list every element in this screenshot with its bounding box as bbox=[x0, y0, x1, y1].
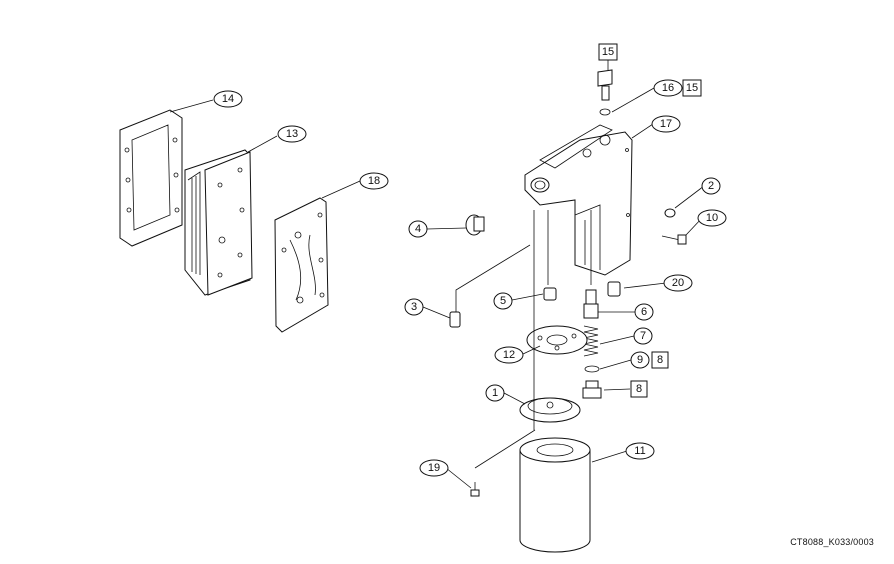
assembly-center-lines bbox=[455, 210, 592, 430]
boxed-ref-label: 15 bbox=[602, 46, 614, 58]
o-ring-part-9 bbox=[584, 365, 600, 373]
piston-part-6 bbox=[583, 289, 599, 319]
callout-14: 14 bbox=[213, 90, 243, 108]
adapter-part-1 bbox=[519, 397, 581, 423]
callout-7: 7 bbox=[633, 327, 653, 345]
valve-part-20 bbox=[607, 281, 621, 297]
callout-label: 2 bbox=[708, 180, 714, 192]
boxed-ref-15-bolt: 15 bbox=[598, 43, 618, 61]
boxed-ref-8-oring: 8 bbox=[651, 351, 669, 369]
callout-label: 7 bbox=[640, 330, 646, 342]
boxed-ref-label: 15 bbox=[686, 82, 698, 94]
callout-label: 4 bbox=[415, 223, 421, 235]
callout-20: 20 bbox=[663, 274, 693, 292]
callout-4: 4 bbox=[408, 220, 428, 238]
oil-cooler-part-13 bbox=[184, 149, 253, 296]
plug-part-8 bbox=[582, 380, 602, 399]
callout-11: 11 bbox=[625, 442, 655, 460]
callout-label: 11 bbox=[634, 445, 645, 457]
gasket-part-14 bbox=[119, 109, 183, 247]
callout-18: 18 bbox=[359, 172, 389, 190]
callout-6: 6 bbox=[634, 303, 654, 321]
boxed-ref-label: 8 bbox=[657, 354, 663, 366]
filter-cartridge-part-11 bbox=[519, 437, 591, 553]
callout-12: 12 bbox=[494, 346, 524, 364]
callout-10: 10 bbox=[697, 209, 727, 227]
plug-part-4 bbox=[465, 214, 485, 236]
callout-1: 1 bbox=[485, 384, 505, 402]
bolt-part-15 bbox=[597, 69, 613, 101]
screw-part-10 bbox=[661, 234, 687, 245]
callout-label: 1 bbox=[492, 387, 498, 399]
plug-part-2 bbox=[664, 208, 676, 218]
callout-label: 14 bbox=[222, 93, 234, 105]
boxed-ref-8-plug: 8 bbox=[630, 380, 648, 398]
callout-label: 16 bbox=[662, 82, 674, 94]
filter-head-housing-part-17 bbox=[524, 124, 633, 276]
callout-19: 19 bbox=[419, 459, 449, 477]
o-ring-part-16 bbox=[599, 108, 611, 116]
callout-16: 16 bbox=[653, 79, 683, 97]
adapter-plate-part-12 bbox=[526, 325, 588, 355]
callout-label: 20 bbox=[672, 277, 684, 289]
callout-2: 2 bbox=[701, 177, 721, 195]
callout-label: 18 bbox=[368, 175, 380, 187]
valve-part-5 bbox=[543, 287, 557, 301]
callout-label: 10 bbox=[706, 212, 718, 224]
screw-part-19 bbox=[470, 482, 480, 497]
figure-reference-code: CT8088_K033/0003 bbox=[790, 537, 874, 547]
callout-label: 6 bbox=[641, 306, 647, 318]
leader-lines bbox=[169, 52, 705, 489]
callout-3: 3 bbox=[404, 298, 424, 316]
callout-label: 3 bbox=[411, 301, 417, 313]
callout-label: 9 bbox=[637, 354, 643, 366]
callout-label: 12 bbox=[503, 349, 515, 361]
cover-plate-part-18 bbox=[274, 197, 329, 333]
boxed-ref-15-oring: 15 bbox=[682, 79, 702, 97]
pin-part-3 bbox=[449, 311, 461, 328]
callout-label: 13 bbox=[286, 128, 298, 140]
callout-13: 13 bbox=[277, 125, 307, 143]
callout-label: 19 bbox=[428, 462, 440, 474]
callout-5: 5 bbox=[493, 292, 513, 310]
callout-9: 9 bbox=[630, 351, 650, 369]
callout-label: 5 bbox=[500, 295, 506, 307]
callout-17: 17 bbox=[651, 115, 681, 133]
callout-label: 17 bbox=[660, 118, 672, 130]
spring-part-7 bbox=[583, 325, 599, 357]
boxed-ref-label: 8 bbox=[636, 383, 642, 395]
